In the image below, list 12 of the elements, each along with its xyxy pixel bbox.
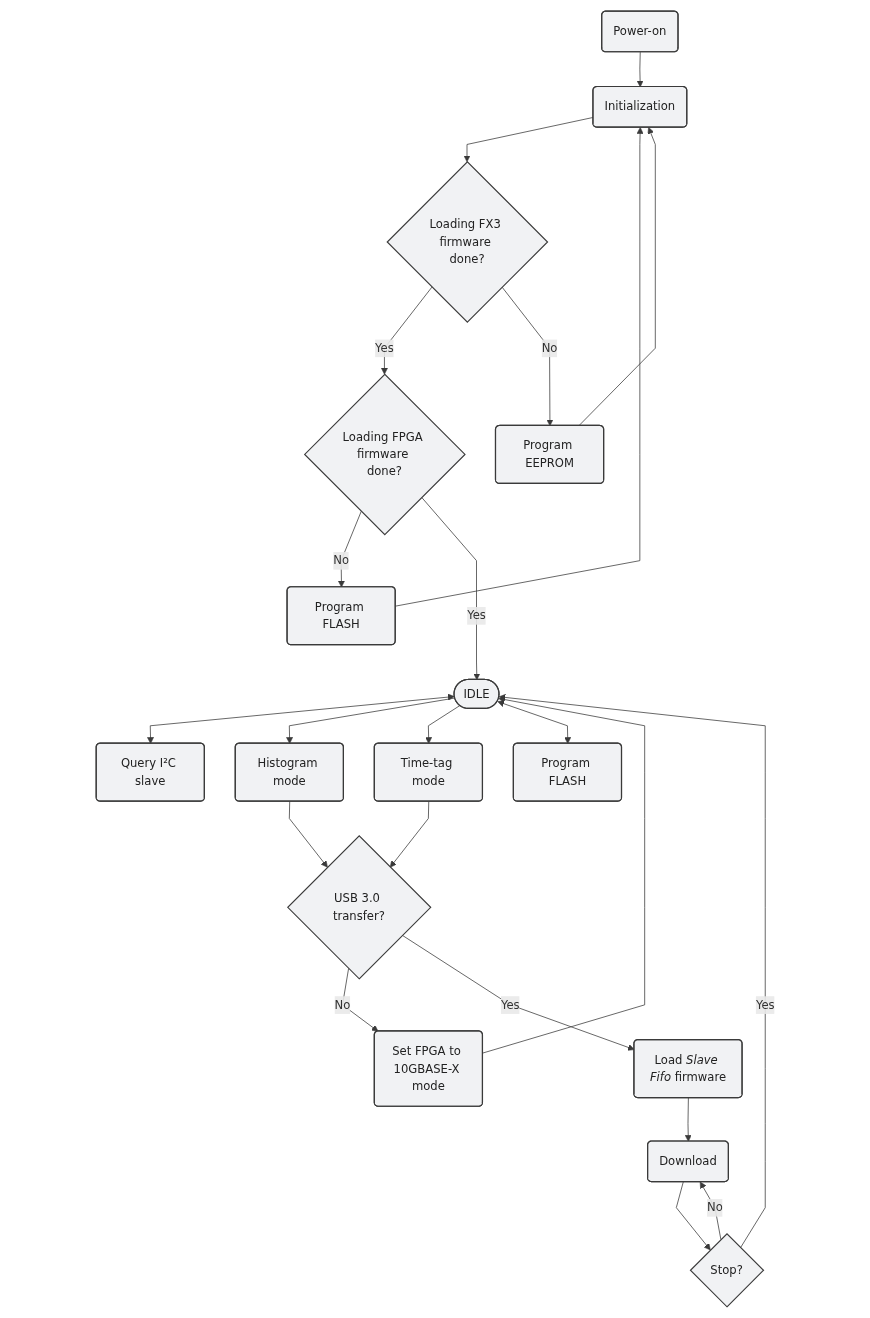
node-diamond: Loading FPGA firmware done?	[303, 373, 466, 536]
edge-label: Yes	[755, 997, 775, 1012]
edge-label: Yes	[500, 997, 520, 1012]
node-diamond: Loading FX3 firmware done?	[386, 161, 548, 323]
edge-label: No	[332, 553, 349, 568]
edge-label: Yes	[466, 608, 486, 623]
edge-label: No	[706, 1200, 723, 1215]
node-diamond: USB 3.0 transfer?	[286, 835, 432, 980]
node-diamond: Stop?	[689, 1232, 764, 1308]
edge-label: No	[334, 997, 350, 1012]
edge-label: No	[541, 341, 558, 355]
edge-label: Yes	[374, 341, 394, 355]
